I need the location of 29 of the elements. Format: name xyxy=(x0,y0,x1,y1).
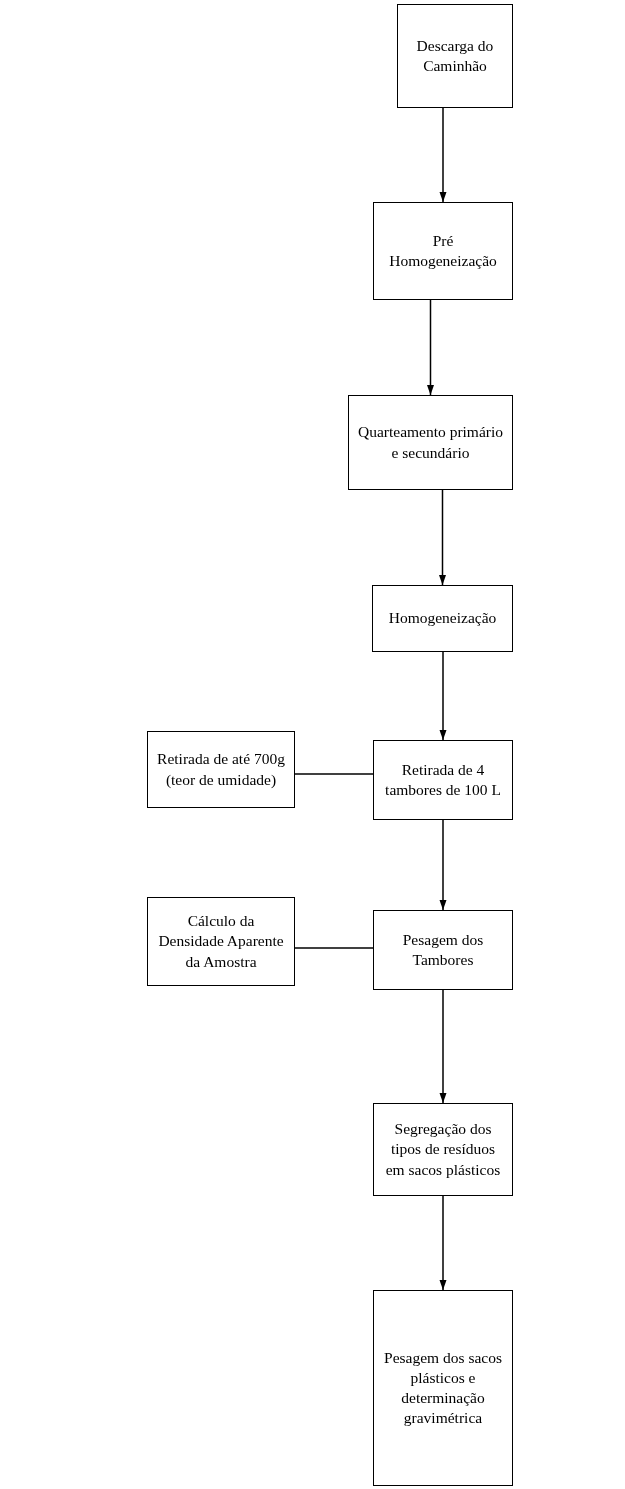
step-text: Retirada de até 700g (teor de umidade) xyxy=(156,749,286,790)
arrow xyxy=(439,1195,447,1291)
arrow xyxy=(438,489,447,586)
connector-line xyxy=(294,773,374,775)
step-text: Pesagem dos Tambores xyxy=(401,929,485,970)
process-box xyxy=(373,910,513,990)
arrow xyxy=(439,819,447,911)
step-text: Descarga do Caminhão xyxy=(415,35,495,76)
step-text: Cálculo da Densidade Aparente da Amostra xyxy=(157,911,285,972)
step-text: Homogeneização xyxy=(388,608,497,629)
step-text: Segregação dos tipos de resíduos em sacos plásticos xyxy=(384,1119,502,1180)
process-box xyxy=(397,4,513,108)
step-text: Pré Homogeneização xyxy=(388,230,498,271)
step-text: Quarteamento primário e secundário xyxy=(357,422,504,463)
step-text: Pesagem dos sacos plásticos e determinação gravimétrica xyxy=(383,1347,503,1429)
process-box xyxy=(348,395,513,490)
process-box xyxy=(373,1290,513,1486)
process-box xyxy=(147,731,295,808)
step-text: Retirada de 4 tambores de 100 L xyxy=(384,759,502,800)
process-box xyxy=(372,585,513,652)
process-box xyxy=(373,202,513,300)
arrow xyxy=(426,299,435,396)
process-box xyxy=(373,1103,513,1196)
process-box xyxy=(147,897,295,986)
arrow xyxy=(439,651,447,741)
arrow xyxy=(439,989,447,1104)
arrow xyxy=(439,107,447,203)
process-box xyxy=(373,740,513,820)
connector-line xyxy=(294,947,374,949)
